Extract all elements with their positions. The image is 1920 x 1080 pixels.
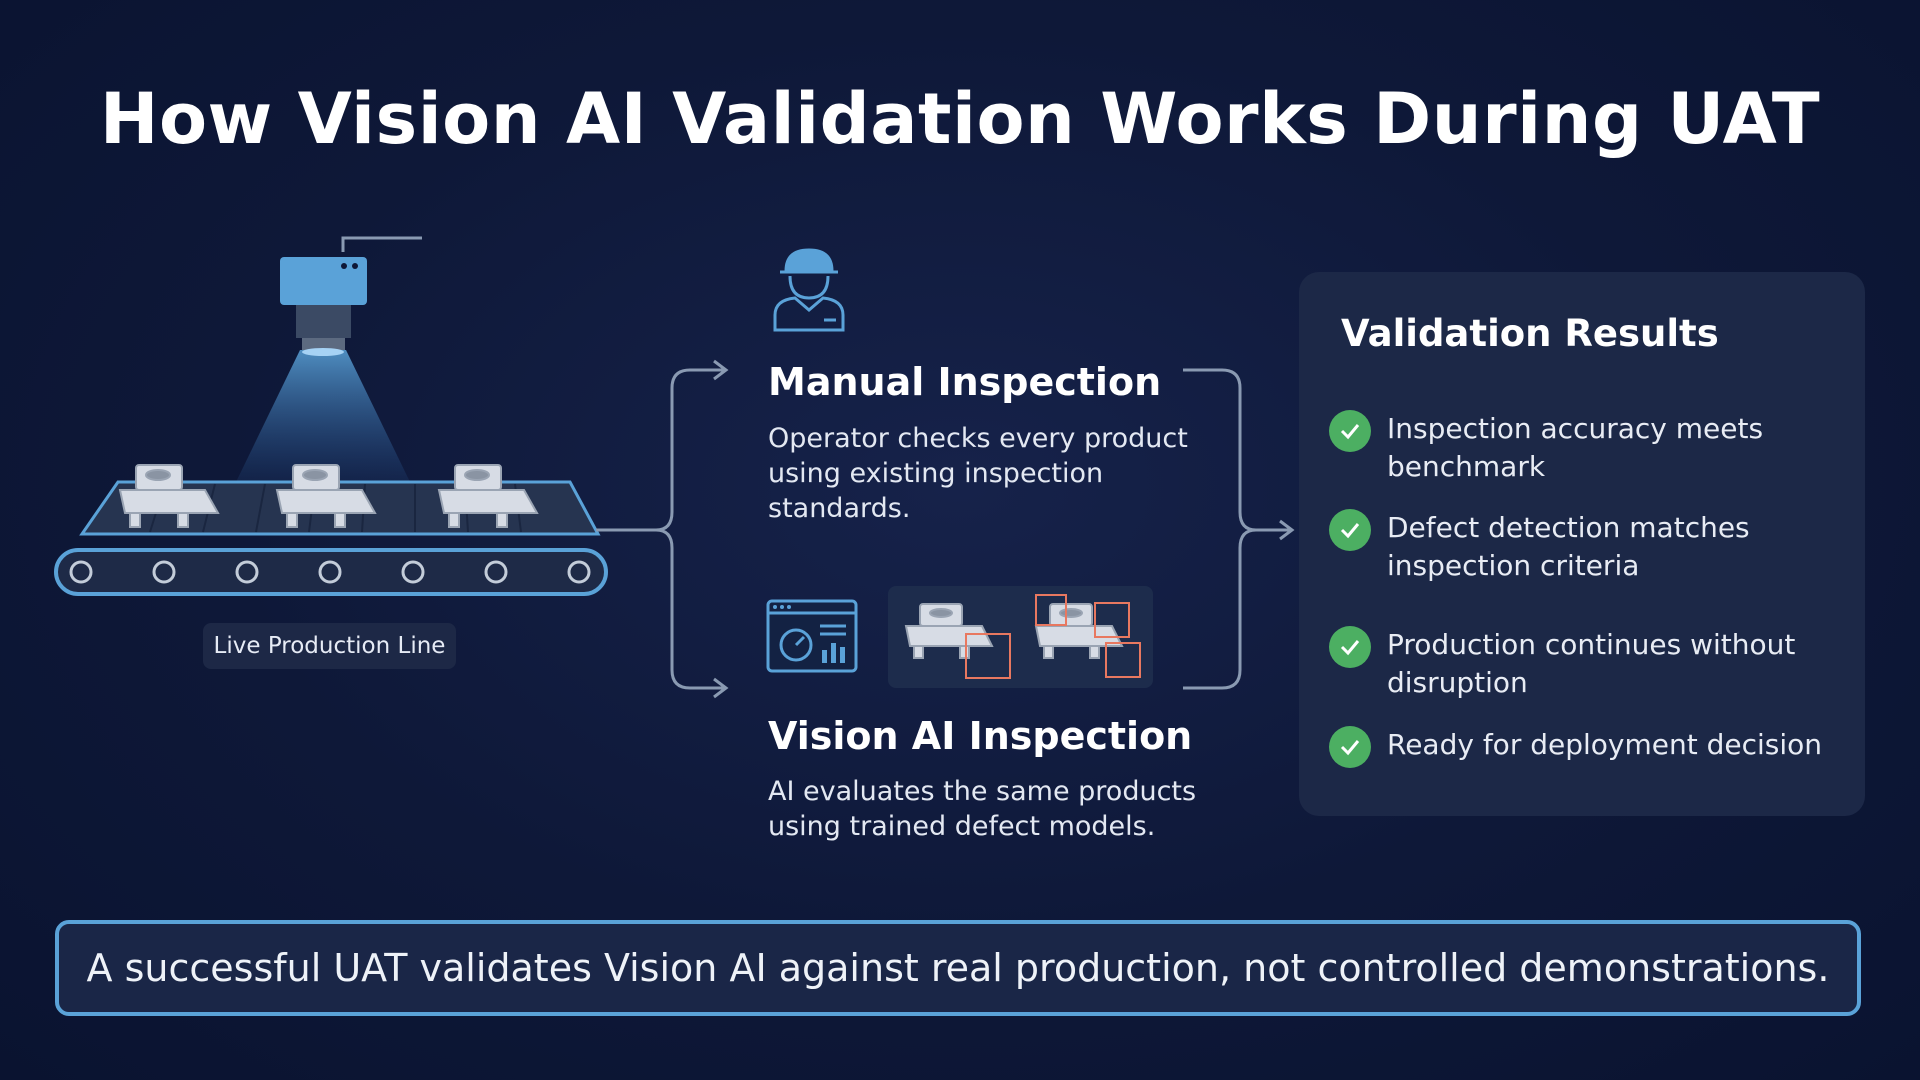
footer-text: A successful UAT validates Vision AI aga… — [86, 946, 1830, 990]
result-item: Production continues without disruption — [1329, 626, 1849, 702]
split-connector — [596, 359, 729, 699]
ai-dashboard-icon — [766, 599, 858, 673]
product-part-icon — [118, 464, 220, 528]
result-text: Ready for deployment decision — [1387, 728, 1823, 761]
result-text: Defect detection matches inspection crit… — [1387, 511, 1750, 582]
result-item: Inspection accuracy meets benchmark — [1329, 410, 1849, 486]
manual-inspection-title: Manual Inspection — [768, 360, 1162, 404]
result-item: Defect detection matches inspection crit… — [1329, 509, 1849, 585]
product-part-icon — [275, 464, 377, 528]
check-icon — [1329, 410, 1371, 452]
merge-connector — [1183, 368, 1295, 690]
result-item: Ready for deployment decision — [1329, 726, 1849, 768]
worker-hardhat-icon — [773, 248, 845, 332]
check-icon — [1329, 509, 1371, 551]
detected-product-icon — [1034, 603, 1124, 659]
vision-ai-inspection-title: Vision AI Inspection — [768, 714, 1193, 758]
manual-inspection-description: Operator checks every product using exis… — [768, 423, 1188, 524]
validation-results-panel: Validation Results Inspection accuracy m… — [1299, 272, 1865, 816]
page-title: How Vision AI Validation Works During UA… — [99, 78, 1821, 160]
result-text: Inspection accuracy meets benchmark — [1387, 412, 1764, 483]
check-icon — [1329, 726, 1371, 768]
footer-banner: A successful UAT validates Vision AI aga… — [55, 920, 1861, 1016]
product-part-icon — [437, 464, 539, 528]
detected-product-icon — [904, 603, 994, 659]
vision-ai-inspection-description: AI evaluates the same products using tra… — [768, 776, 1197, 842]
result-text: Production continues without disruption — [1387, 628, 1796, 699]
detection-preview-panel — [888, 586, 1153, 688]
check-icon — [1329, 626, 1371, 668]
production-line-label: Live Production Line — [203, 623, 456, 669]
conveyor-belt-icon — [54, 464, 608, 596]
detection-box — [965, 594, 1141, 679]
validation-results-title: Validation Results — [1341, 312, 1719, 355]
camera-icon — [236, 236, 422, 482]
